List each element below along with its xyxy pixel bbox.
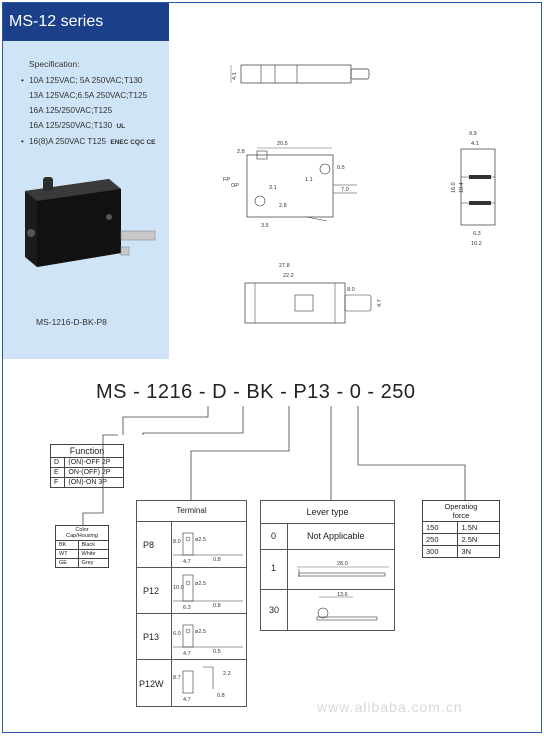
- terminal-table-title: Terminal: [137, 501, 246, 522]
- terminal-row-p8: P8 8.0 ø2.5 4.7 0.8: [137, 521, 247, 568]
- spec-item: •10A 125VAC; 5A 250VAC;T130: [21, 76, 143, 85]
- svg-text:4.7: 4.7: [183, 651, 191, 657]
- terminal-row-p13: P13 6.0 ø2.5 4.7 0.5: [137, 613, 247, 660]
- svg-text:4.1: 4.1: [232, 72, 238, 80]
- model-caption: MS-1216-D-BK-P8: [36, 317, 107, 327]
- spec-item: •16(8)A 250VAC T125 ENEC CQC CE: [21, 137, 156, 146]
- svg-text:FP: FP: [223, 177, 230, 183]
- svg-text:8.7: 8.7: [173, 675, 181, 681]
- pn-lever: 0: [349, 381, 362, 403]
- bottom-view-drawing: 27.8 22.2 8.0 4.7: [244, 263, 383, 324]
- pn-terminal: P13: [293, 381, 331, 403]
- lever-row-0: 0 Not Applicable: [261, 523, 395, 550]
- spec-title: Specification:: [29, 59, 80, 69]
- svg-text:6.0: 6.0: [173, 631, 181, 637]
- svg-text:ø2.5: ø2.5: [195, 537, 206, 543]
- svg-text:4.7: 4.7: [183, 559, 191, 565]
- svg-text:22.2: 22.2: [283, 273, 294, 279]
- svg-text:0.8: 0.8: [217, 693, 225, 699]
- svg-text:1.1: 1.1: [305, 177, 313, 183]
- svg-text:28.0: 28.0: [337, 561, 348, 567]
- terminal-row-p12w: P12W 8.7 2.2 4.7 0.8: [137, 659, 247, 707]
- lever-table: Lever type 0 Not Applicable 1 28.0 30 13…: [260, 500, 395, 631]
- svg-text:2.2: 2.2: [223, 671, 231, 677]
- svg-text:10.4: 10.4: [459, 182, 465, 193]
- svg-text:10.2: 10.2: [471, 241, 482, 247]
- svg-text:0.8: 0.8: [213, 557, 221, 563]
- watermark: www.alibaba.com.cn: [317, 699, 463, 715]
- svg-text:6.3: 6.3: [473, 231, 481, 237]
- top-view-drawing: 4.1: [230, 64, 370, 84]
- lever-row-30: 30 13.6: [261, 589, 395, 631]
- svg-text:8.0: 8.0: [347, 287, 355, 293]
- svg-text:10.0: 10.0: [173, 585, 184, 591]
- function-table-title: Function: [50, 444, 124, 458]
- svg-text:13.6: 13.6: [337, 592, 348, 598]
- terminal-table: Terminal P8 8.0 ø2.5 4.7 0.8 P12 10.0 ø2…: [136, 500, 247, 707]
- svg-text:2.8: 2.8: [279, 203, 287, 209]
- svg-text:2.8: 2.8: [237, 149, 245, 155]
- pn-function: D: [212, 381, 228, 403]
- svg-text:0.5: 0.5: [337, 165, 345, 171]
- spec-item: 16A 125/250VAC;T130 UL: [29, 121, 126, 130]
- svg-text:9.9: 9.9: [469, 131, 477, 137]
- pn-model: 1216: [146, 381, 193, 403]
- part-number-connectors: [82, 406, 466, 525]
- ul-cert-icon: UL: [116, 123, 126, 130]
- table-row: F(ON)-ON 3P: [49, 477, 124, 488]
- svg-text:6.3: 6.3: [183, 605, 191, 611]
- switch-photo: [25, 177, 156, 267]
- terminal-row-p12: P12 10.0 ø2.5 6.3 0.8: [137, 567, 247, 614]
- lever-row-1: 1 28.0: [261, 549, 395, 590]
- lever-table-title: Lever type: [261, 501, 394, 524]
- svg-text:0.5: 0.5: [213, 649, 221, 655]
- svg-text:3.1: 3.1: [269, 185, 277, 191]
- svg-text:ø2.5: ø2.5: [195, 581, 206, 587]
- pn-force: 250: [380, 381, 416, 403]
- series-title: MS-12 series: [3, 3, 169, 41]
- side-view-drawing: 9.9 4.1 16.0 10.4 6.3 10.2: [451, 131, 496, 247]
- svg-text:4.7: 4.7: [377, 299, 383, 307]
- svg-text:7.0: 7.0: [341, 187, 349, 193]
- svg-text:27.8: 27.8: [279, 263, 290, 269]
- svg-text:OP: OP: [231, 183, 239, 189]
- svg-text:8.0: 8.0: [173, 539, 181, 545]
- enec-cqc-ce-cert-icon: ENEC CQC CE: [110, 139, 156, 146]
- pn-color: BK: [246, 381, 275, 403]
- svg-text:0.8: 0.8: [213, 603, 221, 609]
- svg-text:20.5: 20.5: [277, 141, 288, 147]
- spec-item: 16A 125/250VAC;T125: [29, 106, 113, 115]
- specification-panel: Specification: •10A 125VAC; 5A 250VAC;T1…: [3, 41, 169, 359]
- svg-text:4.1: 4.1: [471, 141, 479, 147]
- svg-text:3.5: 3.5: [261, 223, 269, 229]
- pn-series: MS: [96, 381, 127, 403]
- spec-item: 13A 125VAC;6.5A 250VAC;T125: [29, 91, 148, 100]
- spec-list: •10A 125VAC; 5A 250VAC;T130 13A 125VAC;6…: [21, 73, 156, 150]
- svg-text:16.0: 16.0: [451, 182, 457, 193]
- table-row: D(ON)-OFF 2P: [49, 457, 124, 468]
- svg-text:4.7: 4.7: [183, 697, 191, 703]
- front-view-drawing: 20.5 2.8 0.5 1.1 3.1 7.0 2.8 3.5 FP OP: [223, 141, 357, 229]
- svg-text:ø2.5: ø2.5: [195, 629, 206, 635]
- part-number: MS - 1216 - D - BK - P13 - 0 - 250: [96, 381, 416, 403]
